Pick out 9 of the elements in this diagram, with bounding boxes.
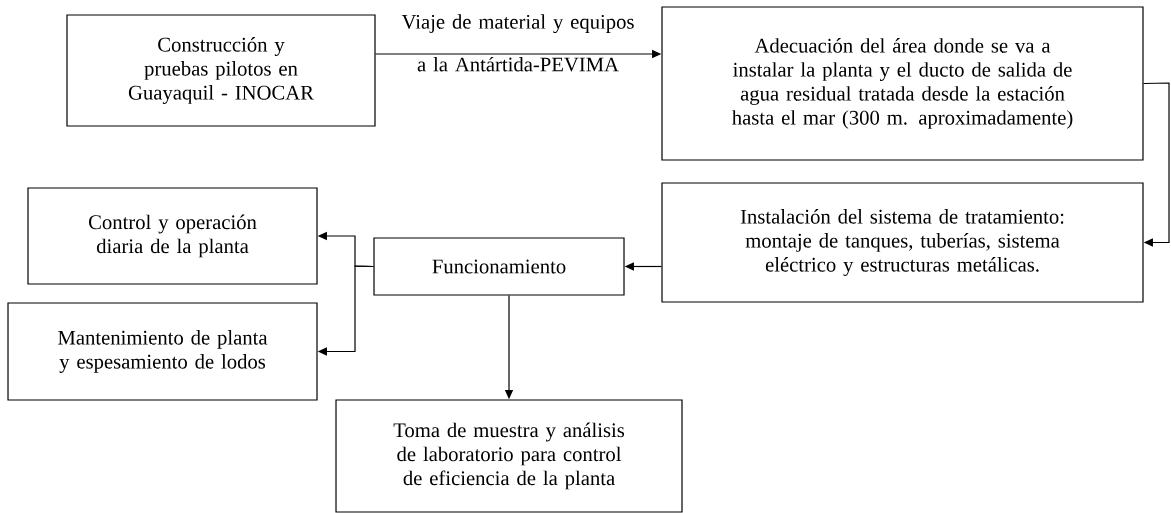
process-box: Instalación del sistema de tratamiento: montaje de tanques, tuberías, sistema eléctrico y estructuras metálicas. (661, 182, 1144, 303)
process-box: Toma de muestra y análisis de laboratorio para control de eficiencia de la planta (335, 399, 683, 513)
process-box: Funcionamiento (373, 237, 625, 296)
arrow (1143, 82, 1170, 247)
process-box: Control y operación diaria de la planta (27, 187, 318, 285)
process-box: Construcción y pruebas pilotos en Guayaquil - INOCAR (66, 14, 376, 127)
edge-label: Viaje de material y equipos a la Antártida-PEVIMA (401, 14, 634, 72)
process-box: Mantenimiento de planta y espesamiento de lodos (7, 302, 318, 401)
process-box: Adecuación del área donde se va a instalar la planta y el ducto de salida de agua residual tratada desde la estación hasta el mar (300 m. aproximadamente) (661, 6, 1144, 161)
